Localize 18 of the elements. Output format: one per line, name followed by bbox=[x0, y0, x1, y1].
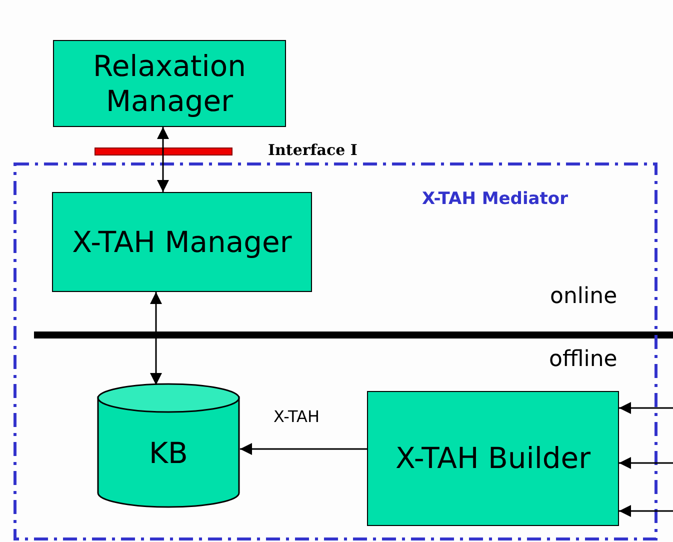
arrow bbox=[619, 457, 673, 469]
node-label: X-TAH Manager bbox=[72, 224, 292, 260]
arrow bbox=[157, 127, 169, 192]
arrow bbox=[619, 505, 673, 517]
node-label: KB bbox=[149, 436, 188, 470]
arrow bbox=[240, 443, 367, 455]
node-label: X-TAH Builder bbox=[395, 441, 591, 476]
arrow bbox=[619, 402, 673, 414]
arrow bbox=[150, 292, 162, 385]
node-label: Relaxation Manager bbox=[92, 48, 247, 118]
boundary-title: X-TAH Mediator bbox=[422, 189, 568, 209]
interface-label: Interface I bbox=[268, 141, 358, 159]
zone-label: online bbox=[550, 284, 618, 309]
process-box bbox=[52, 192, 312, 292]
edge-label: X-TAH bbox=[274, 407, 320, 426]
zone-label: offline bbox=[549, 347, 618, 372]
process-box bbox=[367, 391, 619, 526]
process-box bbox=[53, 40, 286, 127]
